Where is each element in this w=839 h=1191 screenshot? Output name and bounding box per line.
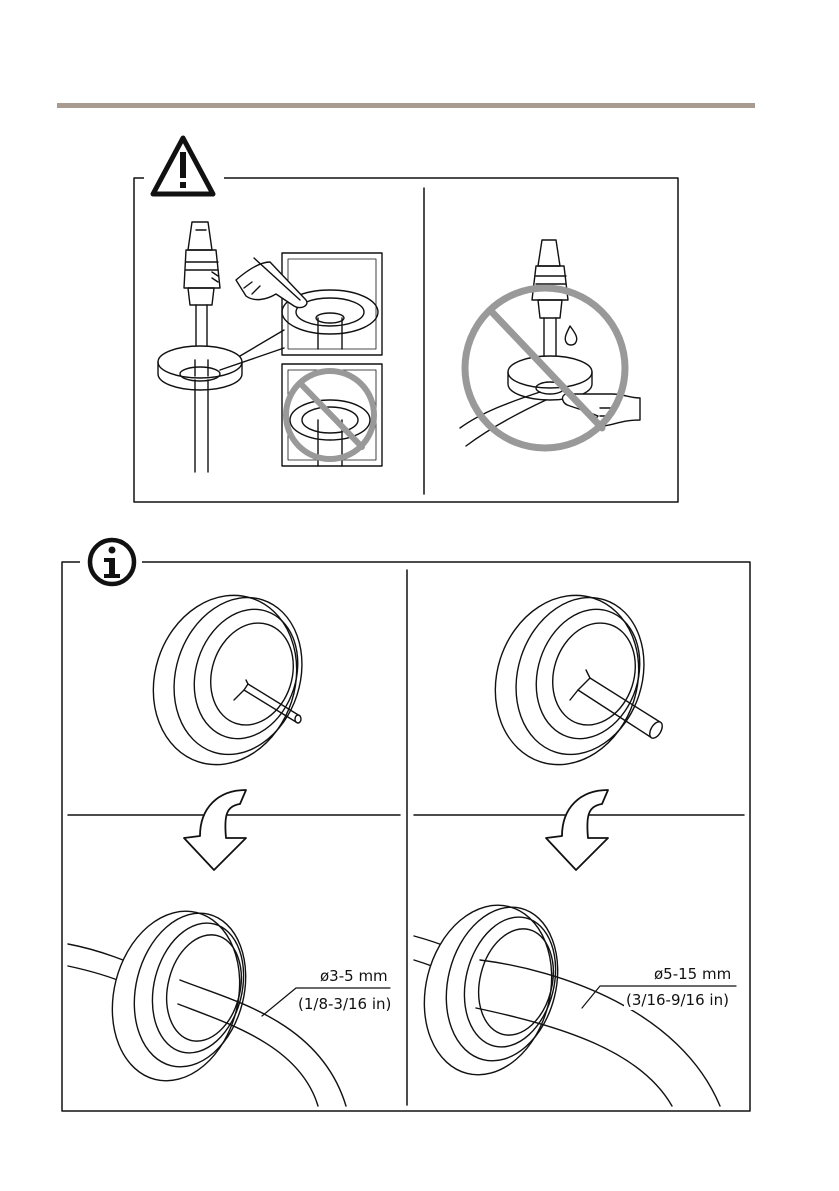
small-cable-diameter-mm: ø3-5 mm	[318, 966, 390, 986]
info-panel	[62, 536, 750, 1111]
grommet	[158, 346, 242, 390]
warning-panel	[134, 132, 678, 502]
rj45-connector	[184, 222, 220, 305]
zoom-incorrect	[282, 364, 382, 466]
prohibited-icon	[286, 371, 374, 459]
info-circle-icon	[80, 536, 142, 588]
grommet-large-cable-before	[474, 577, 665, 784]
water-drop-icon	[565, 326, 577, 345]
warning-triangle-icon	[144, 132, 224, 196]
small-cable-diameter-in: (1/8-3/16 in)	[296, 994, 393, 1014]
prohibited-icon	[465, 288, 625, 448]
correct-insertion-figure	[158, 222, 382, 472]
prohibited-insertion-figure	[460, 240, 640, 448]
warning-panel-frame	[134, 178, 678, 502]
grommet-small-cable-before	[132, 577, 322, 784]
large-cable-diameter-in: (3/16-9/16 in)	[624, 990, 731, 1010]
large-cable-diameter-mm: ø5-15 mm	[652, 964, 733, 984]
down-arrow-right	[546, 790, 608, 870]
zoom-correct	[236, 253, 382, 355]
down-arrow-left	[184, 790, 246, 870]
